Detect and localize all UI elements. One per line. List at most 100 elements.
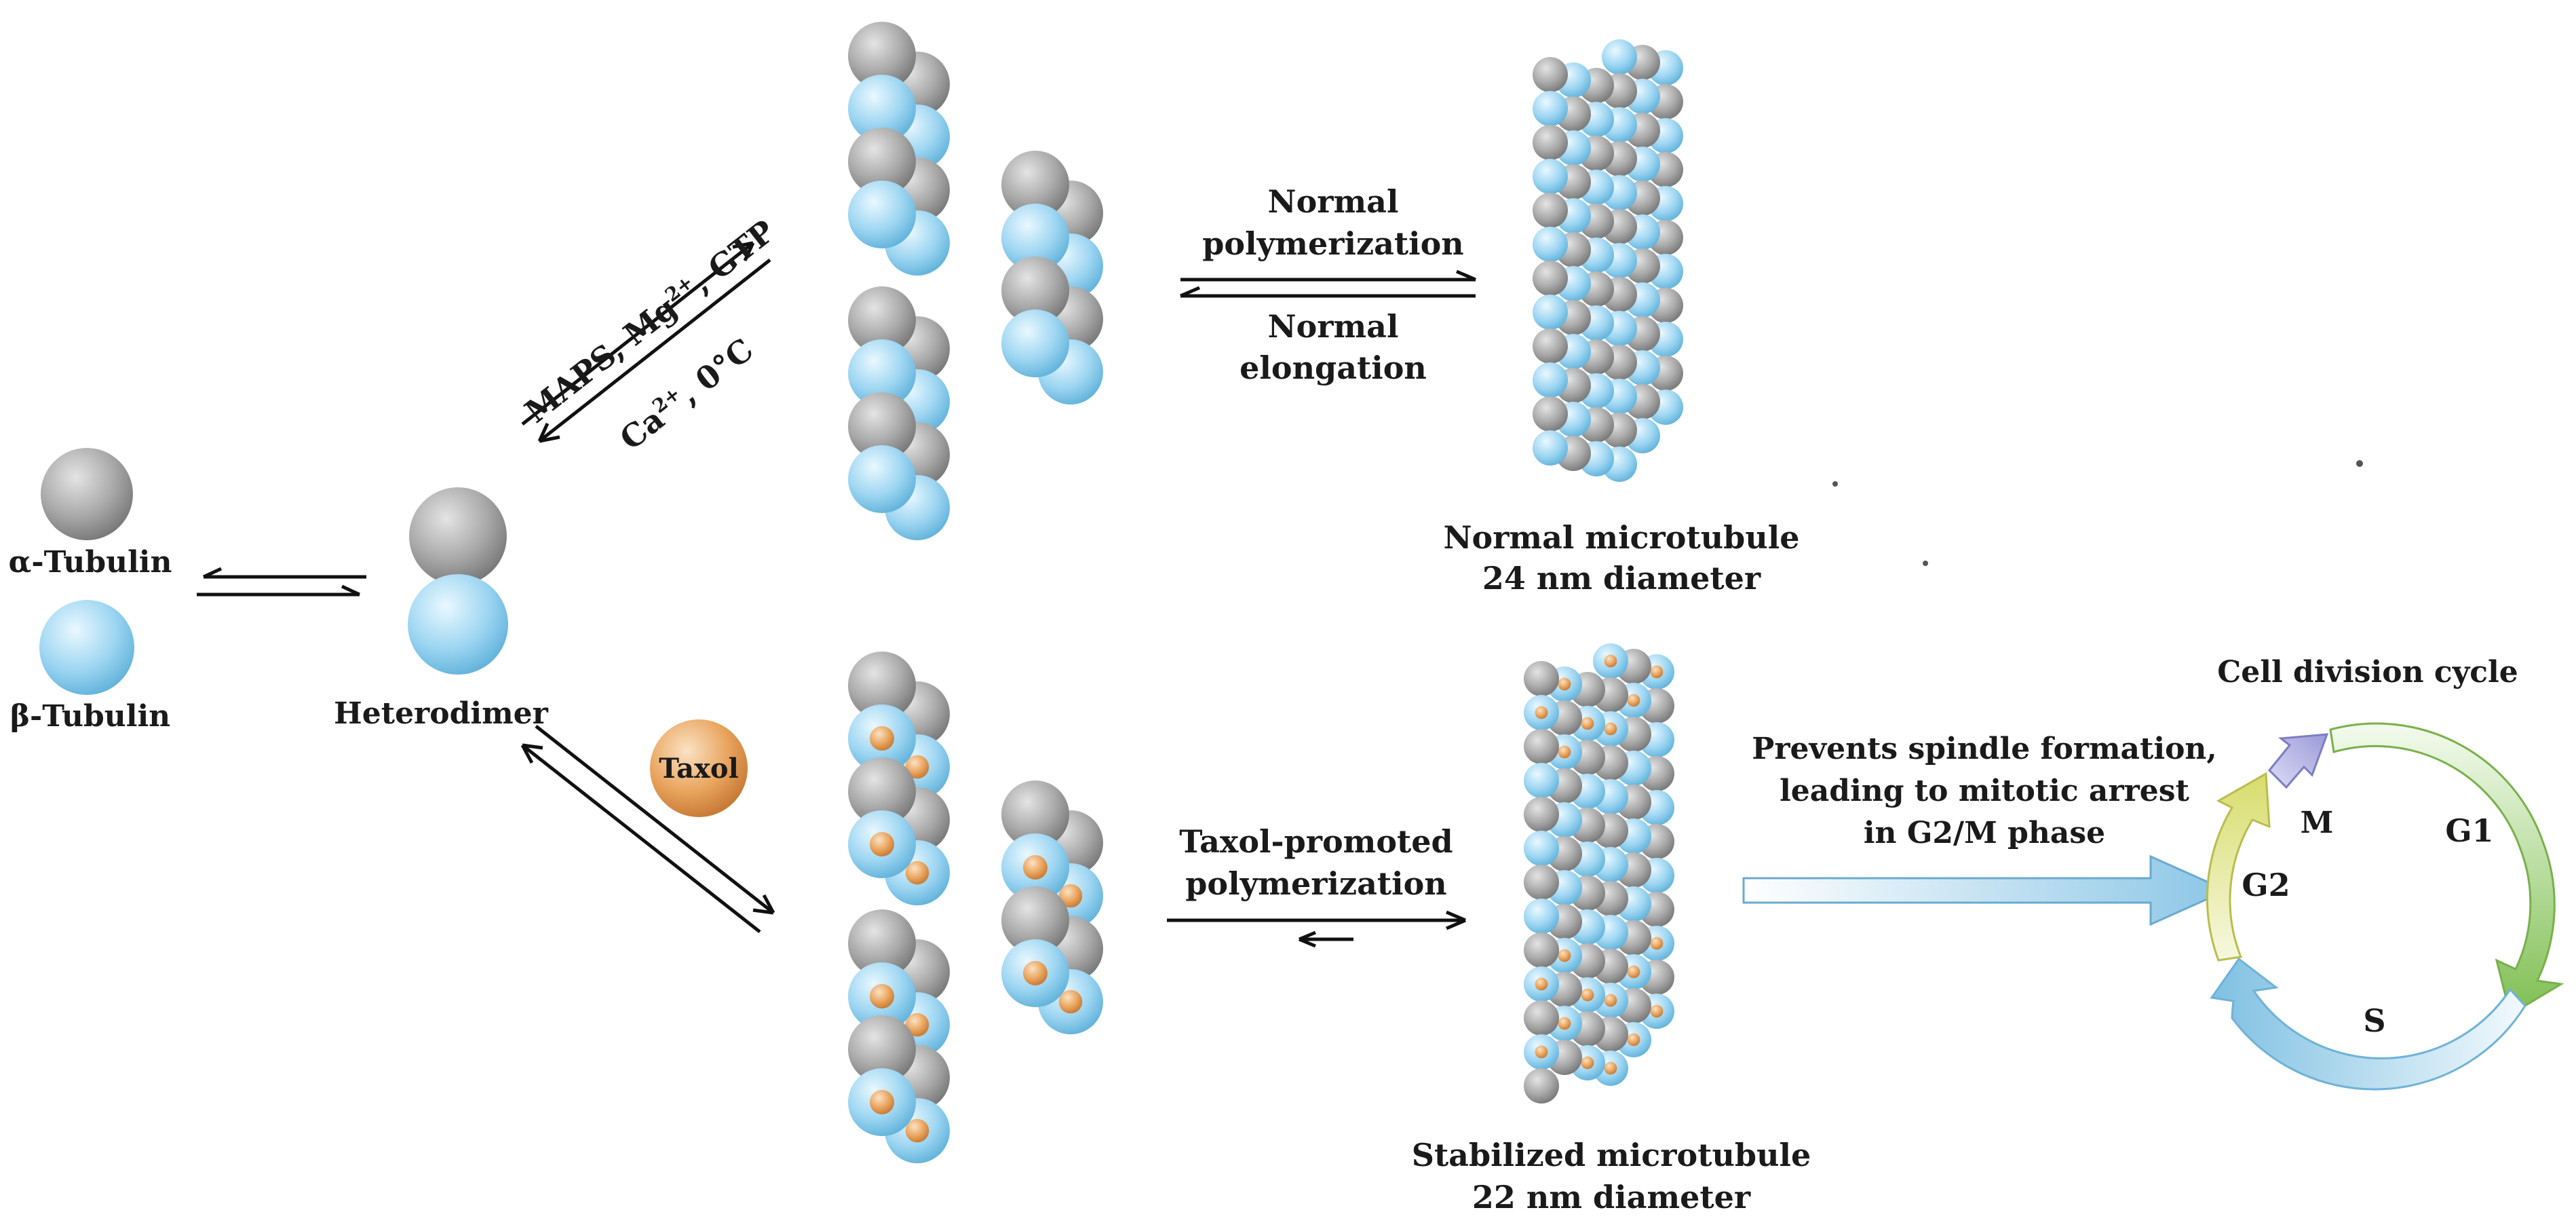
bound-taxol (1627, 1033, 1640, 1047)
bound-taxol (905, 1013, 929, 1037)
specks (1832, 460, 2363, 566)
alpha-bead (848, 22, 916, 90)
phase-s-label: S (2363, 1002, 2385, 1039)
bound-taxol (870, 832, 894, 856)
beta-bead (848, 810, 916, 878)
equilibrium-arrows-monomer (197, 567, 366, 597)
alpha-bead (1524, 797, 1559, 832)
bound-taxol (1581, 717, 1594, 730)
beta-bead (848, 704, 916, 772)
prevents-arrow (1742, 854, 2229, 926)
cell-cycle-diagram (2206, 722, 2564, 1091)
bound-taxol (905, 861, 929, 885)
assembly-arrows-lower (520, 725, 775, 933)
normal-polymerization-label-2: polymerization (1202, 225, 1463, 262)
phase-m-label: M (2301, 806, 2334, 840)
beta-bead (1001, 204, 1069, 271)
alpha-bead (1524, 661, 1559, 696)
taxol-molecule (650, 719, 748, 817)
beta-bead (1602, 39, 1637, 75)
bound-taxol (1604, 654, 1617, 668)
alpha-bead (1533, 396, 1568, 432)
bound-taxol (1604, 1061, 1617, 1075)
alpha-bead (1524, 865, 1559, 900)
beta-bead (1524, 831, 1559, 866)
cell-cycle-title: Cell division cycle (2217, 655, 2518, 690)
prevents-label-3: in G2/M phase (1864, 816, 2105, 850)
bound-taxol (870, 984, 894, 1009)
alpha-bead (1524, 1000, 1559, 1036)
beta-bead (1524, 899, 1559, 934)
assembly-arrows-upper (521, 241, 771, 443)
phase-g2-label: G2 (2242, 867, 2290, 903)
alpha-bead (848, 1015, 916, 1083)
protofilament-stacks (848, 22, 1103, 1163)
bound-taxol (1535, 1045, 1548, 1059)
beta-bead (848, 962, 916, 1030)
beta-bead (1533, 227, 1568, 262)
beta-bead (848, 1068, 916, 1136)
beta-bead (848, 75, 916, 143)
bound-taxol (905, 1118, 929, 1143)
beta-bead (848, 445, 916, 513)
bound-taxol (1650, 1004, 1664, 1018)
taxol-polymerization-label-1: Taxol-promoted (1179, 823, 1453, 860)
beta-bead (1533, 159, 1568, 194)
alpha-bead (1533, 193, 1568, 228)
normal-polymerization-label-1: Normal (1268, 183, 1399, 220)
beta-bead (1001, 309, 1069, 377)
bound-taxol (870, 726, 894, 751)
alpha-bead (1533, 328, 1568, 364)
beta-bead (1593, 643, 1628, 679)
bound-taxol (1581, 1056, 1594, 1070)
alpha-tubulin-monomer (41, 448, 133, 540)
beta-bead (1001, 833, 1069, 901)
bound-taxol (1558, 949, 1571, 962)
beta-bead (1533, 91, 1568, 126)
normal-polymerization-arrows (1180, 269, 1476, 298)
alpha-bead (1001, 151, 1069, 219)
alpha-bead (848, 909, 916, 977)
prevents-label-2: leading to mitotic arrest (1780, 774, 2189, 808)
alpha-bead (848, 128, 916, 195)
beta-bead (1001, 939, 1069, 1007)
m-arrow (2267, 733, 2329, 789)
alpha-bead (1533, 57, 1568, 92)
bound-taxol (1558, 1017, 1571, 1030)
alpha-bead (1524, 1068, 1559, 1104)
alpha-bead (1001, 886, 1069, 954)
alpha-bead (1524, 932, 1559, 968)
beta-bead (848, 181, 916, 248)
beta-bead (1533, 362, 1568, 398)
normal-microtubule-label-1: Normal microtubule (1443, 519, 1799, 556)
bound-taxol (1023, 961, 1047, 985)
prevents-label-1: Prevents spindle formation, (1752, 732, 2216, 766)
alpha-bead (1533, 261, 1568, 296)
bound-taxol (1627, 694, 1640, 707)
bound-taxol (1558, 745, 1571, 759)
bound-taxol (1650, 665, 1664, 679)
stabilized-microtubule-label-1: Stabilized microtubule (1412, 1137, 1811, 1173)
beta-bead (1533, 430, 1568, 466)
bound-taxol (1058, 884, 1083, 908)
taxol-label: Taxol (659, 753, 739, 785)
beta-bead (848, 339, 916, 407)
phase-g1-label: G1 (2445, 812, 2493, 849)
alpha-bead (1001, 780, 1069, 848)
forward-conditions-label: MAPS, Mg2+, GTP (518, 212, 782, 430)
g1-arrow (2329, 722, 2564, 1017)
heterodimer-label: Heterodimer (334, 696, 548, 731)
bound-taxol (870, 1090, 894, 1114)
bound-taxol (1558, 677, 1571, 691)
alpha-bead (848, 286, 916, 354)
alpha-bead (1533, 125, 1568, 160)
beta-bead (1524, 966, 1559, 1002)
heterodimer (408, 487, 508, 675)
alpha-bead (848, 757, 916, 825)
beta-bead (1533, 295, 1568, 330)
bound-taxol (1604, 722, 1617, 736)
s-arrow (2210, 957, 2526, 1091)
taxol-polymerization-arrows (1167, 910, 1466, 948)
beta-bead (1524, 763, 1559, 798)
